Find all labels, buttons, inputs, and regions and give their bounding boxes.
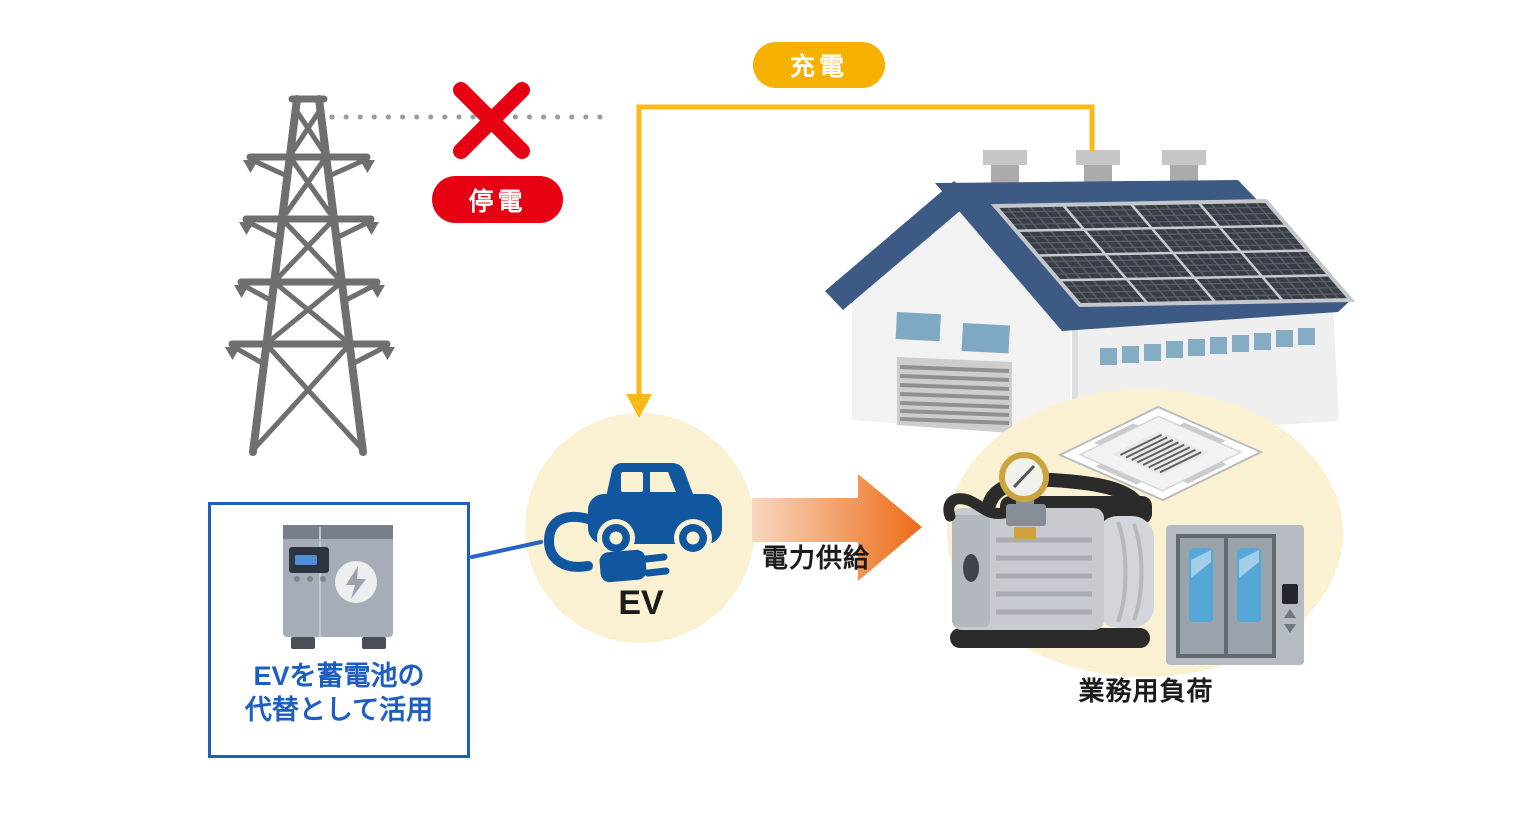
battery-substitute-note-text: EVを蓄電池の 代替として活用	[200, 660, 478, 728]
note-line-1: EVを蓄電池の	[253, 661, 425, 691]
solar-panel-icon	[995, 201, 1351, 305]
shutter-door-icon	[897, 357, 1012, 433]
commercial-load-group	[947, 389, 1343, 677]
red-x-icon	[453, 82, 530, 159]
power-supply-label: 電力供給	[762, 543, 871, 573]
charge-arrowhead-icon	[626, 394, 652, 418]
battery-storage-icon	[283, 525, 393, 649]
ceiling-ac-icon	[1060, 407, 1261, 500]
ev-car-icon	[543, 463, 722, 583]
elevator-icon	[1166, 525, 1304, 665]
charge-flow-line	[626, 104, 1095, 418]
note-line-2: 代替として活用	[244, 694, 434, 725]
power-outage-badge: 停電	[432, 176, 563, 223]
transmission-tower-icon	[225, 95, 395, 456]
power-supply-arrow	[752, 474, 922, 581]
ev-label: EV	[618, 584, 664, 622]
side-windows-icon	[1100, 328, 1315, 365]
vacuum-pump-icon	[943, 452, 1154, 648]
commercial-load-label: 業務用負荷	[1078, 676, 1214, 706]
battery-substitute-note-box	[208, 502, 470, 758]
charging-badge: 充電	[753, 42, 885, 88]
note-connector-line	[470, 540, 543, 559]
solar-factory-icon	[825, 150, 1352, 438]
ev-group	[525, 413, 755, 643]
gable-windows-icon	[895, 312, 1010, 354]
